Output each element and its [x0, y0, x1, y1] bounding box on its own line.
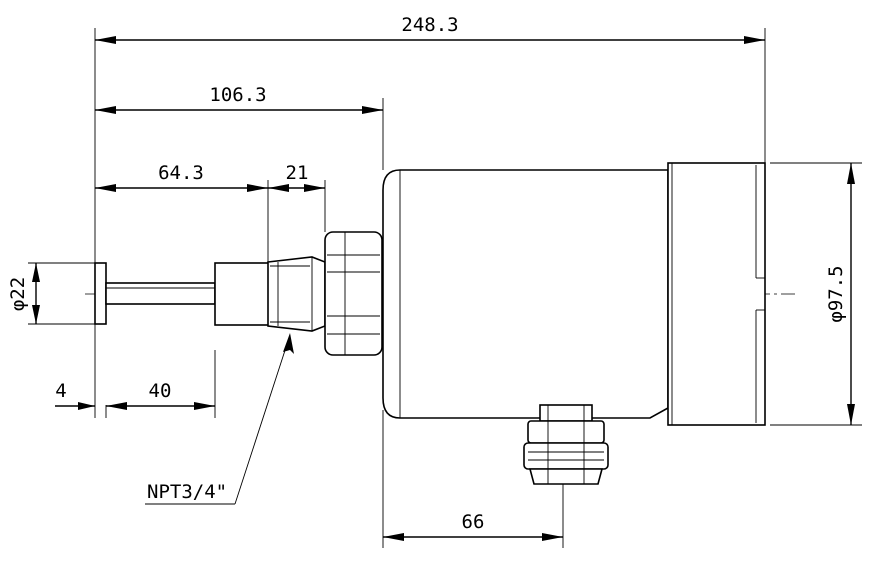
dim-stem-length-label: 40 — [149, 380, 172, 402]
dim-gland-offset-label: 66 — [462, 511, 485, 533]
thread-spec-label: NPT3/4" — [147, 481, 227, 503]
dim-thread-length-label: 21 — [286, 162, 309, 184]
dim-housing-diameter-label: φ97.5 — [825, 265, 847, 322]
cable-gland — [523, 404, 609, 485]
dim-housing-face: 106.3 — [95, 84, 383, 114]
end-cap — [667, 162, 766, 426]
main-housing — [382, 169, 669, 419]
thread-callout: NPT3/4" — [145, 333, 294, 505]
dim-gland-offset: 66 — [383, 511, 563, 541]
dim-to-thread: 64.3 21 — [95, 162, 325, 192]
hex-nut — [324, 231, 383, 356]
dim-housing-face-label: 106.3 — [209, 84, 266, 106]
dim-to-thread-label: 64.3 — [158, 162, 204, 184]
dim-overall-length-label: 248.3 — [401, 14, 458, 36]
tip-flange — [94, 262, 107, 325]
dim-flange-thickness-label: 4 — [55, 380, 66, 402]
dim-overall-length: 248.3 — [95, 14, 765, 44]
sensor-body — [94, 162, 766, 485]
threaded-fitting — [267, 256, 326, 332]
probe-stem — [214, 262, 271, 326]
dim-housing-diameter: φ97.5 — [825, 163, 855, 425]
dim-bottom-left: 4 40 — [55, 380, 215, 410]
dim-tip-diameter: φ22 — [7, 263, 40, 324]
dim-tip-diameter-label: φ22 — [7, 277, 29, 311]
probe-rod — [105, 282, 216, 305]
